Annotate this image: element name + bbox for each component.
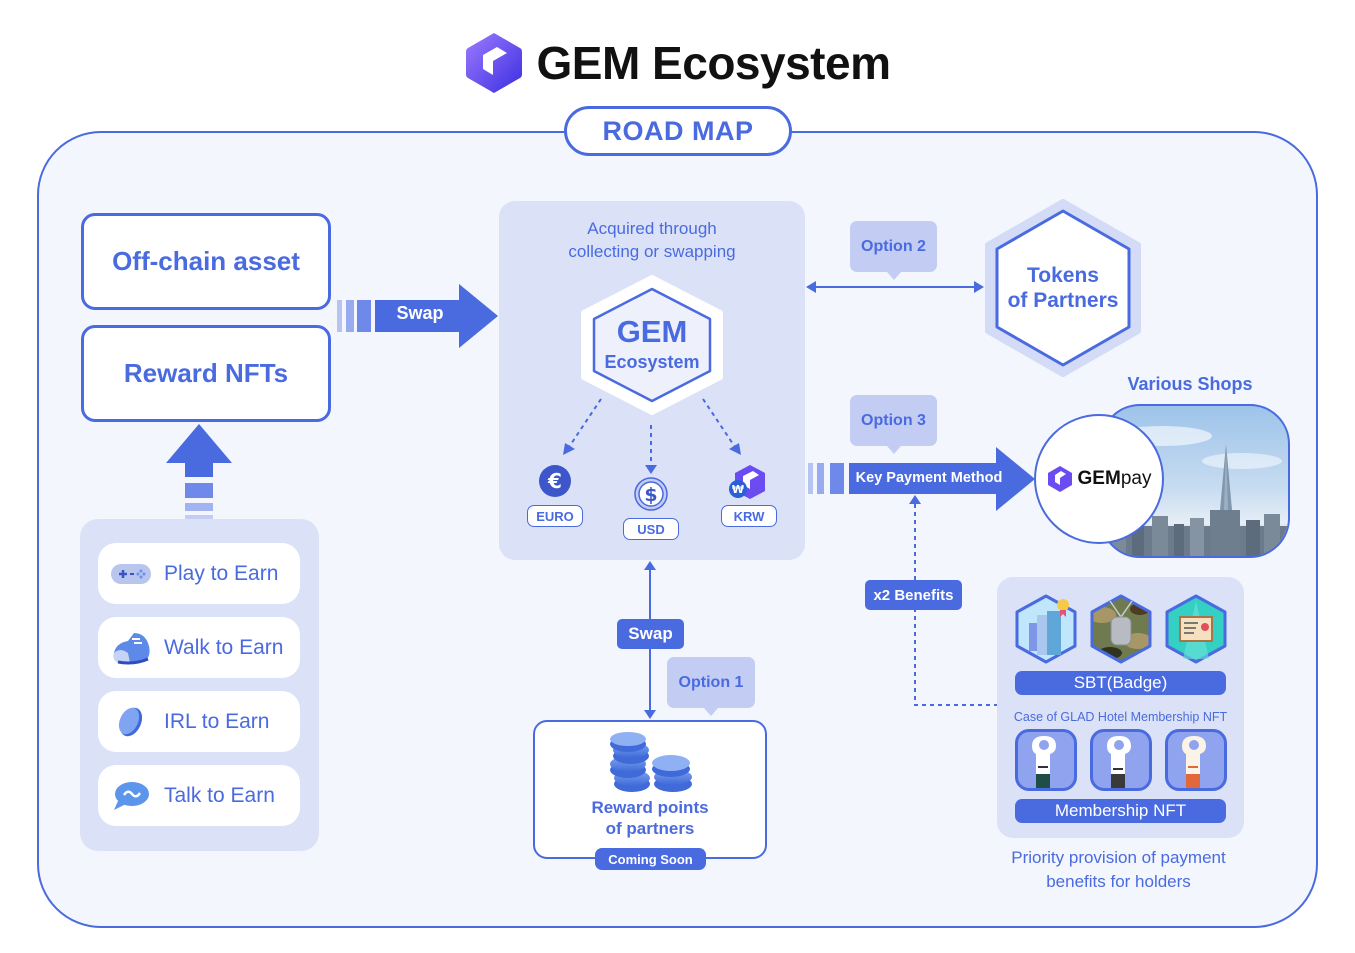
tokens-of-partners-text: Tokens of Partners xyxy=(983,263,1143,313)
dog-tag-badge-icon xyxy=(1090,594,1152,664)
swap-arrow xyxy=(337,284,498,348)
up-arrow xyxy=(166,424,232,519)
option2-bubble: Option 2 xyxy=(850,221,937,280)
chat-bubble-icon xyxy=(110,779,152,813)
tokens-line: of Partners xyxy=(1007,289,1119,312)
reward-line: of partners xyxy=(605,819,695,838)
priority-line: Priority provision of payment xyxy=(1011,848,1226,867)
earn-item-walk: Walk to Earn xyxy=(98,617,300,678)
earn-item-label: Play to Earn xyxy=(164,561,279,585)
swap-arrow-label: Swap xyxy=(396,303,444,323)
gem-hexagon-logo-icon xyxy=(465,33,522,93)
various-shops-title: Various Shops xyxy=(1127,374,1253,394)
priority-line: benefits for holders xyxy=(1046,872,1191,891)
gem-ecosystem-hexagon xyxy=(581,275,723,415)
svg-text:€: € xyxy=(547,469,562,493)
hex-title: GEM xyxy=(616,314,688,349)
reward-points-box xyxy=(533,720,767,859)
roadmap-label: ROAD MAP xyxy=(564,106,792,156)
option2-double-arrow xyxy=(806,281,984,293)
sneaker-icon xyxy=(110,631,152,665)
currency-label-usd: USD xyxy=(623,518,679,540)
certificate-badge-icon xyxy=(1165,594,1227,664)
currency-arrows xyxy=(563,398,741,474)
gempay-wordmark: GEMpay xyxy=(1078,468,1152,490)
case-text: Case of GLAD Hotel Membership NFT xyxy=(1013,710,1228,724)
coin-icon xyxy=(110,705,152,739)
earn-item-label: Talk to Earn xyxy=(164,783,275,807)
gamepad-icon xyxy=(110,557,152,591)
caption-line: collecting or swapping xyxy=(568,242,736,261)
earn-item-irl: IRL to Earn xyxy=(98,691,300,752)
door-hanger-card-1-icon xyxy=(1015,729,1077,791)
earn-item-talk: Talk to Earn xyxy=(98,765,300,826)
header: GEM Ecosystem xyxy=(0,28,1355,98)
coin-stack-icon xyxy=(610,732,692,792)
earn-item-label: Walk to Earn xyxy=(164,635,284,659)
option3-bubble: Option 3 xyxy=(850,395,937,454)
reward-nfts-box: Reward NFTs xyxy=(81,325,331,422)
euro-icon: € xyxy=(539,465,571,497)
earn-item-play: Play to Earn xyxy=(98,543,300,604)
currency-label-euro: EURO xyxy=(527,505,583,527)
gempay-circle: GEMpay xyxy=(1034,414,1164,544)
city-building-badge-icon xyxy=(1015,594,1077,664)
benefits-dotted-arrow xyxy=(909,495,999,706)
svg-text:$: $ xyxy=(644,484,657,506)
option1-bubble: Option 1 xyxy=(667,657,755,716)
won-gem-icon: ₩ xyxy=(729,465,765,499)
membership-nft-label: Membership NFT xyxy=(1015,799,1226,823)
x2-benefits-tag: x2 Benefits xyxy=(865,580,962,610)
sbt-badge-label: SBT(Badge) xyxy=(1015,671,1226,695)
tokens-line: Tokens xyxy=(1027,264,1099,287)
reward-line: Reward points xyxy=(591,798,709,817)
center-caption: Acquired through collecting or swapping xyxy=(499,217,805,263)
gempay-light: pay xyxy=(1120,468,1152,489)
door-hanger-card-2-icon xyxy=(1090,729,1152,791)
reward-points-text: Reward points of partners xyxy=(533,797,767,839)
key-payment-label: Key Payment Method xyxy=(855,470,1003,486)
gempay-bold: GEM xyxy=(1077,468,1121,489)
currency-label-krw: KRW xyxy=(721,505,777,527)
priority-text: Priority provision of payment benefits f… xyxy=(980,846,1257,894)
page-title: GEM Ecosystem xyxy=(536,37,891,89)
gempay-logo-icon xyxy=(1047,466,1072,492)
key-payment-arrow xyxy=(808,447,1035,511)
dollar-icon: $ xyxy=(634,477,668,511)
earn-item-label: IRL to Earn xyxy=(164,709,270,733)
tokens-of-partners-hexagon xyxy=(985,199,1141,377)
coming-soon-badge: Coming Soon xyxy=(595,848,706,870)
caption-line: Acquired through xyxy=(587,219,717,238)
hex-subtitle: Ecosystem xyxy=(604,352,700,372)
svg-text:₩: ₩ xyxy=(732,483,744,496)
door-hanger-card-3-icon xyxy=(1165,729,1227,791)
off-chain-asset-box: Off-chain asset xyxy=(81,213,331,310)
swap-tag: Swap xyxy=(617,619,684,649)
